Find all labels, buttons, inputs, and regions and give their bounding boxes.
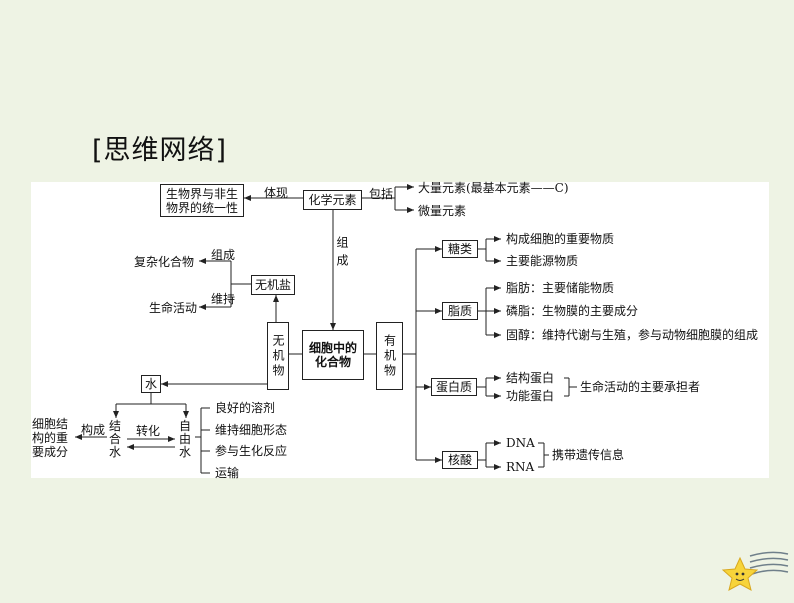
- label-nucleic-role: 携带遗传信息: [552, 448, 625, 462]
- label-protein-type: 功能蛋白: [506, 389, 555, 403]
- label-trace-elements: 微量元素: [418, 204, 467, 218]
- label-free-water-role: 运输: [215, 466, 240, 480]
- label-bound-water: 结合水: [109, 419, 122, 459]
- label-major-elements: 大量元素(最基本元素——C): [418, 181, 569, 195]
- label-lipid-role: 磷脂：生物膜的主要成分: [506, 304, 639, 318]
- label-protein-type: 结构蛋白: [506, 371, 555, 385]
- label-life-activity: 生命活动: [149, 301, 198, 315]
- nucleic-acid-box: 核酸: [442, 451, 478, 469]
- label-compose-vertical: 组成: [335, 236, 349, 272]
- organic-box: 有机物: [376, 322, 403, 390]
- inorganic-box: 无机物: [267, 322, 289, 390]
- label-bound-water-role: 细胞结构的重要成分: [32, 417, 69, 459]
- label-nucleic-type: DNA: [506, 436, 535, 450]
- connector-lines: [75, 184, 577, 474]
- water-box: 水: [141, 375, 161, 393]
- label-complex-compound: 复杂化合物: [134, 255, 195, 269]
- label-convert: 转化: [136, 424, 161, 438]
- sugar-box: 糖类: [442, 240, 478, 258]
- label-lipid-role: 固醇：维持代谢与生殖，参与动物细胞膜的组成: [506, 328, 759, 342]
- label-constitute: 构成: [81, 423, 106, 437]
- label-free-water-role: 良好的溶剂: [215, 401, 276, 415]
- label-nucleic-type: RNA: [506, 460, 535, 474]
- label-sugar-role: 构成细胞的重要物质: [506, 232, 615, 246]
- label-include: 包括: [369, 187, 394, 201]
- star-icon: [721, 551, 789, 591]
- section-heading: [思维网络]: [92, 135, 228, 166]
- protein-box: 蛋白质: [431, 378, 477, 396]
- chemical-elements-box: 化学元素: [303, 190, 362, 210]
- lipid-box: 脂质: [442, 302, 478, 320]
- label-free-water-role: 参与生化反应: [215, 444, 288, 458]
- label-free-water: 自由水: [179, 419, 192, 459]
- inorganic-salt-box: 无机盐: [251, 275, 295, 295]
- cell-compounds-box: 细胞中的化合物: [302, 330, 364, 380]
- label-protein-role: 生命活动的主要承担者: [580, 380, 701, 394]
- label-sugar-role: 主要能源物质: [506, 254, 579, 268]
- label-lipid-role: 脂肪：主要储能物质: [506, 281, 615, 295]
- label-maintain: 维持: [211, 292, 236, 306]
- concept-map: 生物界与非生物界的统一性 化学元素 无机盐 水 无机物 细胞中的化合物 有机物 …: [31, 181, 769, 480]
- label-embody: 体现: [264, 186, 289, 200]
- label-compose: 组成: [211, 248, 236, 262]
- unity-box: 生物界与非生物界的统一性: [160, 184, 244, 217]
- label-free-water-role: 维持细胞形态: [215, 423, 288, 437]
